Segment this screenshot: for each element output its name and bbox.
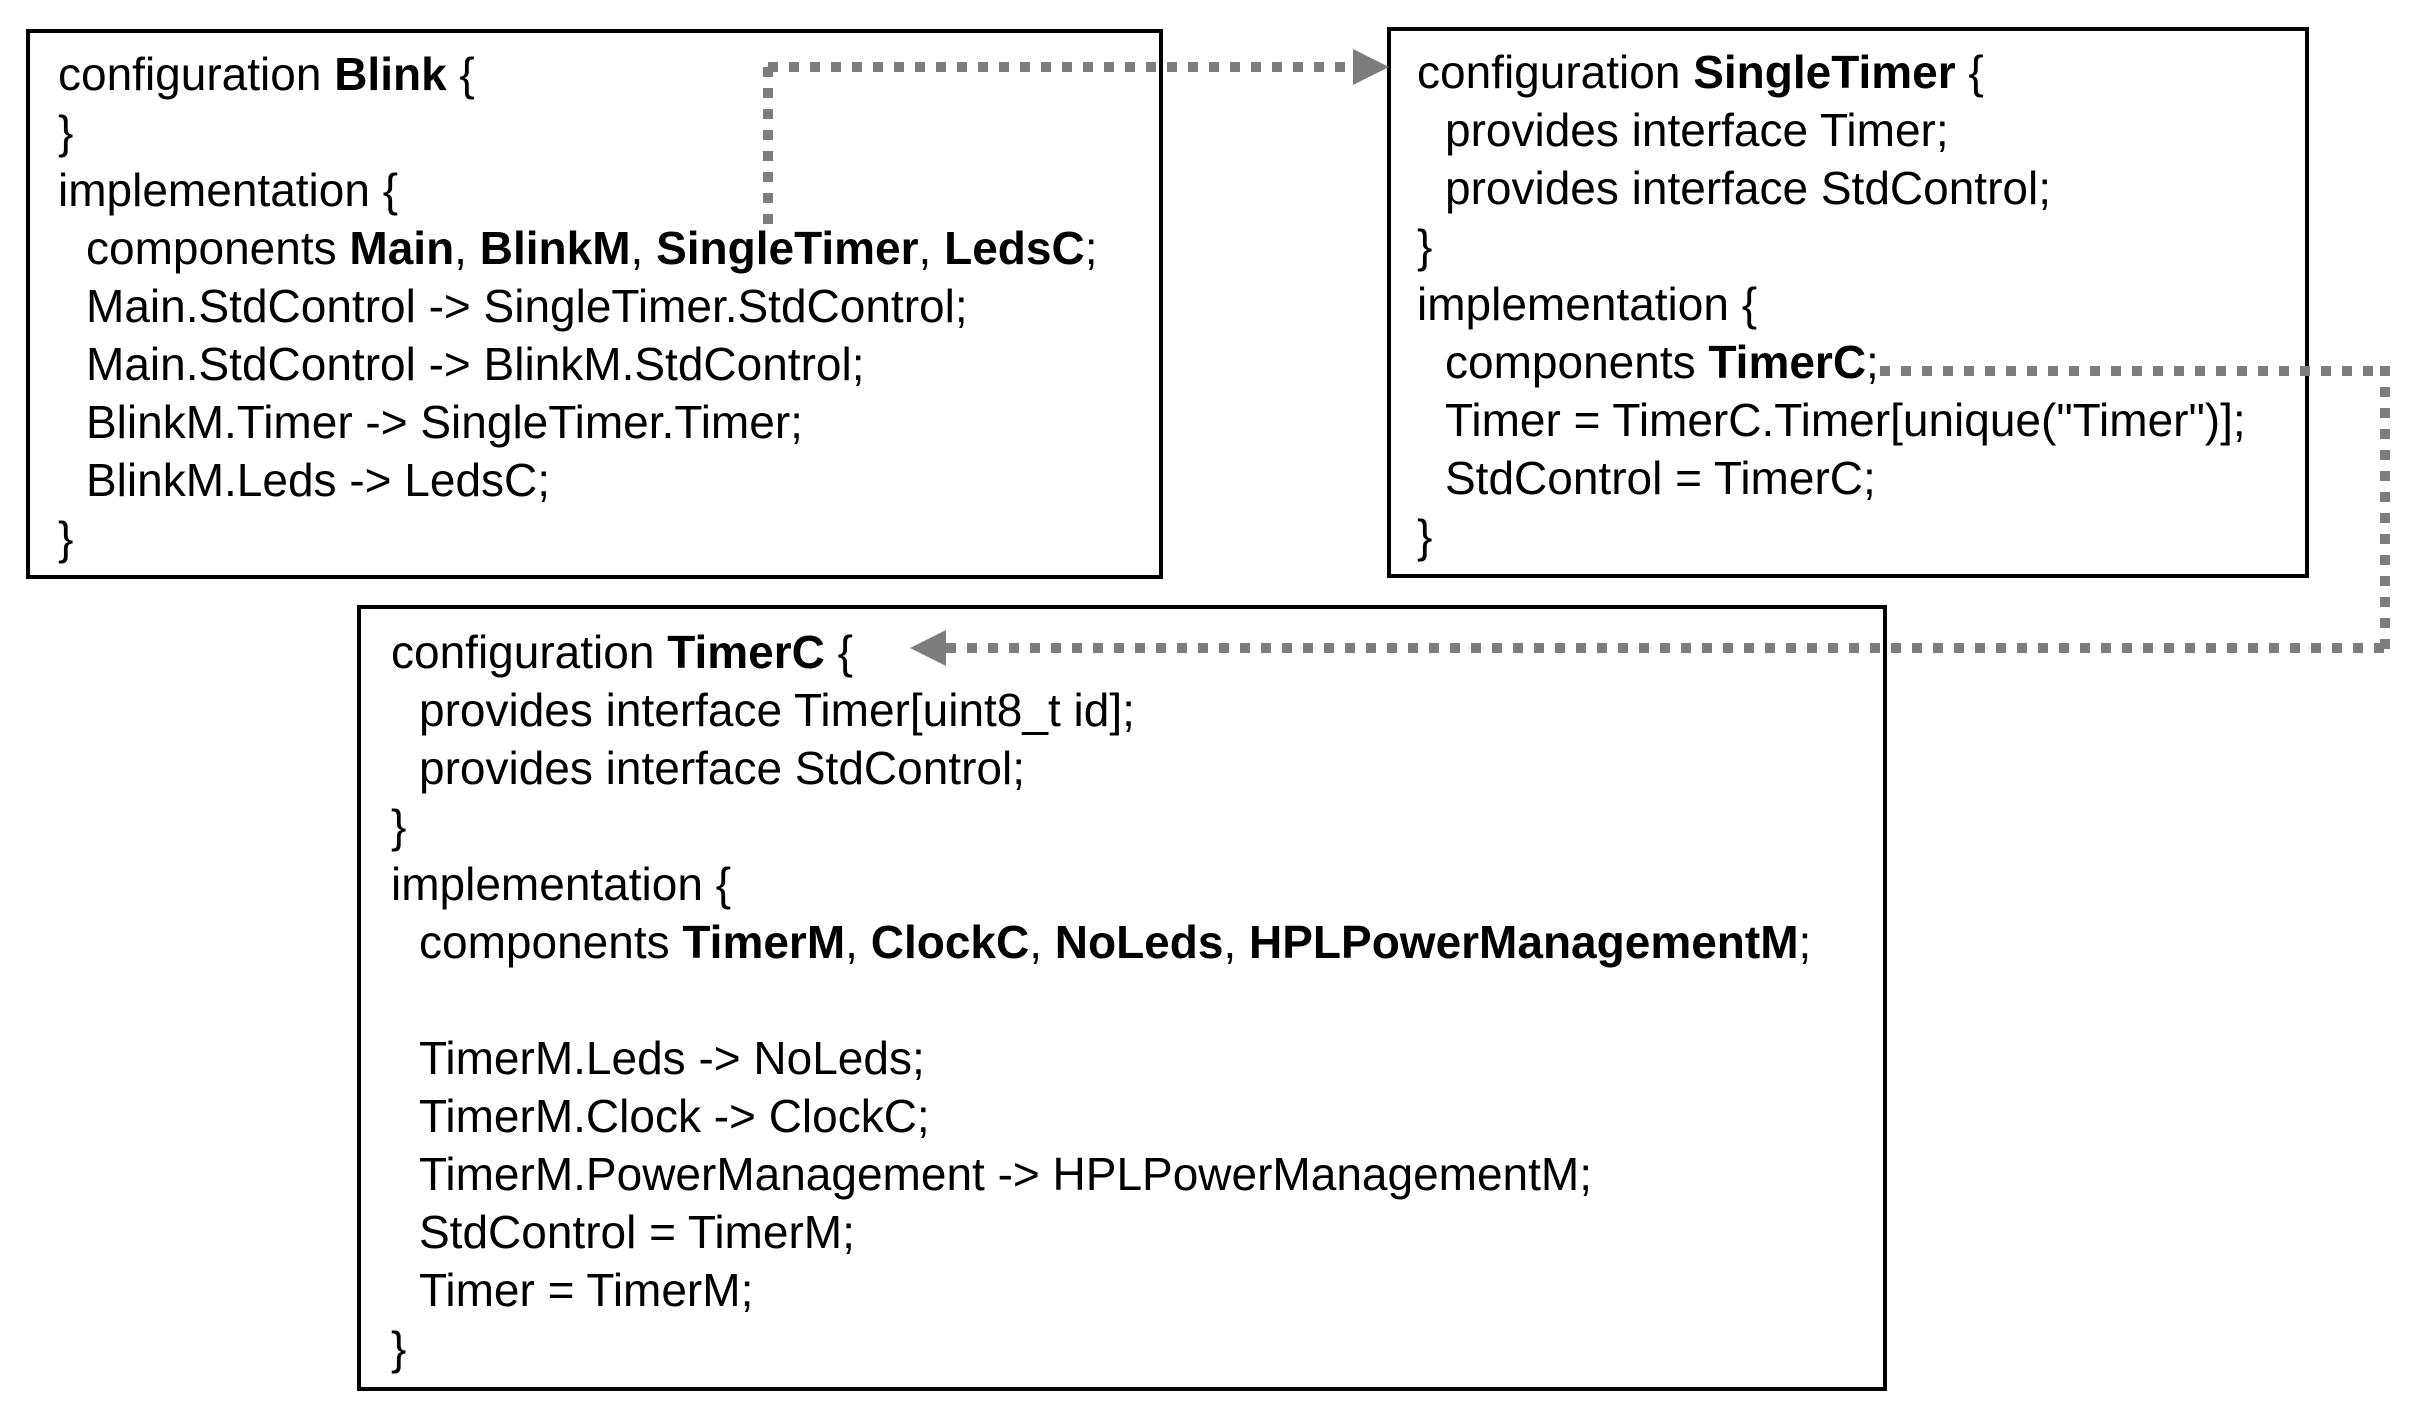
code-line [391,971,1875,1029]
code-line: Timer = TimerC.Timer[unique("Timer")]; [1445,394,2246,446]
code-line: BlinkM.Timer -> SingleTimer.Timer; [86,396,803,448]
code-line: Main.StdControl -> BlinkM.StdControl; [86,338,865,390]
code-line: configuration Blink { [58,48,475,100]
code-block-timerc: configuration TimerC { provides interface… [391,623,1875,1377]
config-box-blink: configuration Blink {} implementation { co… [26,29,1163,579]
code-line: components TimerC; [1445,336,1879,388]
code-line: configuration SingleTimer { [1417,46,1984,98]
code-line: BlinkM.Leds -> LedsC; [86,454,551,506]
code-line: Main.StdControl -> SingleTimer.StdContro… [86,280,968,332]
code-line: StdControl = TimerC; [1445,452,1876,504]
connector-blink-to-singletimer-horizontal [768,62,1353,72]
code-line: StdControl = TimerM; [419,1206,855,1258]
code-line: provides interface StdControl; [419,742,1025,794]
code-line: implementation { [1417,278,1758,330]
code-line: Timer = TimerM; [419,1264,754,1316]
code-line: TimerM.Clock -> ClockC; [419,1090,930,1142]
code-line: provides interface StdControl; [1445,162,2051,214]
code-line: components TimerM, ClockC, NoLeds, HPLPo… [419,916,1812,968]
code-line: } [1417,220,1433,272]
code-line: components Main, BlinkM, SingleTimer, Le… [86,222,1098,274]
code-line: TimerM.PowerManagement -> HPLPowerManage… [419,1148,1593,1200]
code-line: } [1417,510,1433,562]
connector-singletimer-to-timerc-horizontal-bottom [946,643,2390,653]
code-line: } [58,512,74,564]
code-line: } [391,800,407,852]
code-line: provides interface Timer[uint8_t id]; [419,684,1135,736]
config-box-singletimer: configuration SingleTimer { provides inte… [1387,27,2309,578]
arrowhead-left-icon [910,630,946,666]
arrowhead-right-icon [1353,49,1389,85]
code-line: } [58,106,74,158]
code-line: configuration TimerC { [391,626,853,678]
connector-singletimer-to-timerc-vertical [2380,366,2390,653]
code-line: provides interface Timer; [1445,104,1949,156]
connector-blink-to-singletimer-vertical [763,67,773,225]
code-line: } [391,1322,407,1374]
connector-singletimer-to-timerc-horizontal-top [1880,366,2390,376]
code-line: implementation { [391,858,732,910]
code-block-blink: configuration Blink {} implementation { co… [58,45,1151,567]
code-block-singletimer: configuration SingleTimer { provides inte… [1417,43,2297,565]
code-line: implementation { [58,164,399,216]
config-box-timerc: configuration TimerC { provides interface… [357,605,1887,1391]
code-line: TimerM.Leds -> NoLeds; [419,1032,925,1084]
